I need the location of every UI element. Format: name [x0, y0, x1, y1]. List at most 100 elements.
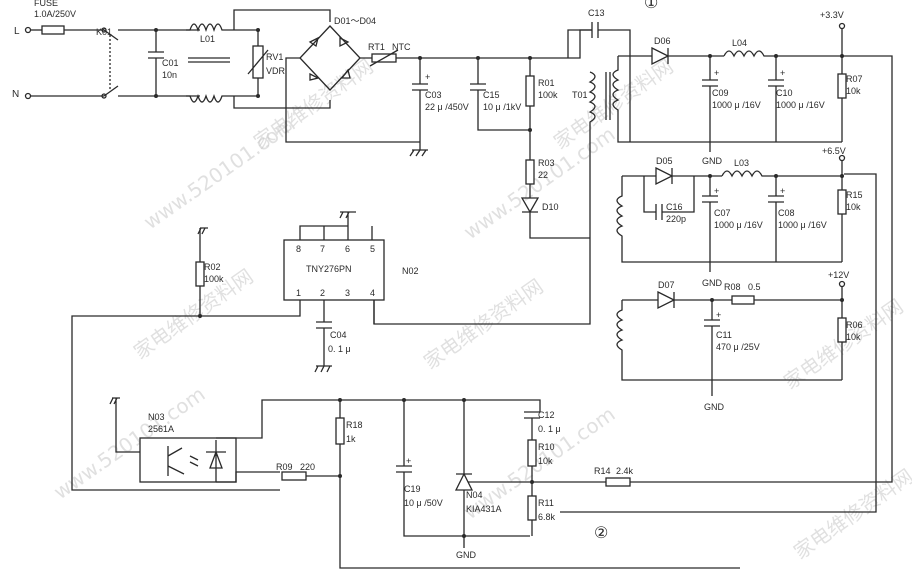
neutral-terminal	[24, 92, 32, 100]
r08-value: 0.5	[748, 282, 761, 292]
c07-value: 1000 μ /16V	[714, 220, 763, 230]
c10-label: C10	[776, 88, 793, 98]
r10-symbol	[527, 439, 537, 467]
r06-value: 10k	[846, 332, 861, 342]
n04-label: N04	[466, 490, 483, 500]
svg-text:+: +	[406, 456, 411, 466]
r11-label: R11	[538, 498, 554, 508]
c07-label: C07	[714, 208, 731, 218]
c03-plus: +	[425, 72, 430, 82]
ic-pin-8: 8	[296, 244, 301, 254]
transformer: C13 T01 ①	[373, 0, 842, 325]
r09-label: R09	[276, 462, 293, 472]
ic-pin-6: 6	[345, 244, 350, 254]
v33-label: +3.3V	[820, 10, 844, 20]
svg-text:+: +	[714, 68, 719, 78]
ic-pin-1: 1	[296, 288, 301, 298]
gnd-label-3: GND	[704, 402, 725, 412]
watermark-cn: 家电维修资料网	[779, 294, 907, 394]
d10-label: D10	[542, 202, 559, 212]
c08-label: C08	[778, 208, 795, 218]
optocoupler-body	[139, 437, 237, 483]
ic-pin-7: 7	[320, 244, 325, 254]
ic-part-number: TNY276PN	[306, 264, 352, 274]
watermark-url: www.520101.com	[459, 122, 619, 244]
r07-label: R07	[846, 74, 863, 84]
c09-value: 1000 μ /16V	[712, 100, 761, 110]
feedback-section: N03 2561A R09 220 R18 1k + C19 10 μ /50V…	[109, 55, 893, 569]
r18-value: 1k	[346, 434, 356, 444]
output-6v5: D05 C16 220p L03 +6.5V + C07 1000 μ /16V…	[560, 146, 877, 513]
n03-label: N03	[148, 412, 165, 422]
output-3v3: D06 L04 +3.3V + C09 1000 μ /16V + C10 10…	[618, 10, 863, 166]
input-section: L N FUSE 1.0A/250V K01 C01 10n L01 RV1 V…	[12, 0, 420, 143]
r02-label: R02	[204, 262, 221, 272]
r10-value: 10k	[538, 456, 553, 466]
r11-symbol	[527, 495, 537, 521]
marker-2: ②	[594, 523, 608, 542]
bridge-rectifier	[299, 25, 361, 91]
v65-label: +6.5V	[822, 146, 846, 156]
live-terminal	[24, 26, 32, 34]
controller-ic: R02 100k 8 7 6 5 TNY276PN 1 2 3 4 N02 C0…	[71, 211, 419, 491]
c09-label: C09	[712, 88, 729, 98]
marker-1: ①	[644, 0, 658, 12]
svg-text:+: +	[714, 186, 719, 196]
d07-label: D07	[658, 280, 675, 290]
r06-symbol	[837, 317, 847, 343]
c11-label: C11	[716, 330, 732, 340]
r09-symbol	[281, 471, 307, 481]
r06-label: R06	[846, 320, 863, 330]
rv1-label: RV1	[266, 52, 283, 62]
c15-label: C15	[483, 90, 500, 100]
n04-value: KIA431A	[466, 504, 502, 514]
ic-ref-label: N02	[402, 266, 419, 276]
gnd-label-4: GND	[456, 550, 477, 560]
fuse-value: 1.0A/250V	[34, 9, 76, 19]
ic-pin-5: 5	[370, 244, 375, 254]
r18-symbol	[335, 417, 345, 445]
rv1-value: VDR	[266, 66, 286, 76]
d01-label: D01～D04	[334, 16, 376, 26]
fuse-label: FUSE	[34, 0, 58, 8]
r11-value: 6.8k	[538, 512, 556, 522]
l04-label: L04	[732, 38, 747, 48]
ic-pin-2: 2	[320, 288, 325, 298]
r02-symbol	[195, 261, 205, 287]
d05-label: D05	[656, 156, 673, 166]
live-label: L	[14, 26, 20, 37]
r03-label: R03	[538, 158, 555, 168]
r14-value: 2.4k	[616, 466, 634, 476]
r01-label: R01	[538, 78, 555, 88]
c19-label: C19	[404, 484, 421, 494]
rt1-label: RT1	[368, 42, 385, 52]
ic-n02-body	[283, 239, 385, 301]
c13-label: C13	[588, 8, 605, 18]
r15-symbol	[837, 189, 847, 215]
r18-label: R18	[346, 420, 363, 430]
r08-symbol	[731, 295, 755, 305]
r02-value: 100k	[204, 274, 224, 284]
c04-label: C04	[330, 330, 347, 340]
l03-label: L03	[734, 158, 749, 168]
c03-label: C03	[425, 90, 442, 100]
r08-label: R08	[724, 282, 741, 292]
r07-symbol	[837, 73, 847, 99]
t01-label: T01	[572, 90, 588, 100]
r01-value: 100k	[538, 90, 558, 100]
l01-label: L01	[200, 34, 215, 44]
c03-value: 22 μ /450V	[425, 102, 469, 112]
watermark-cn: 家电维修资料网	[129, 264, 257, 364]
r10-label: R10	[538, 442, 555, 452]
c19-value: 10 μ /50V	[404, 498, 443, 508]
r15-label: R15	[846, 190, 863, 200]
fuse-symbol	[41, 25, 65, 35]
neutral-label: N	[12, 89, 19, 100]
r15-value: 10k	[846, 202, 861, 212]
svg-text:+: +	[780, 186, 785, 196]
r01-symbol	[525, 75, 535, 107]
r03-value: 22	[538, 170, 548, 180]
gnd-label-2: GND	[702, 278, 723, 288]
r07-value: 10k	[846, 86, 861, 96]
